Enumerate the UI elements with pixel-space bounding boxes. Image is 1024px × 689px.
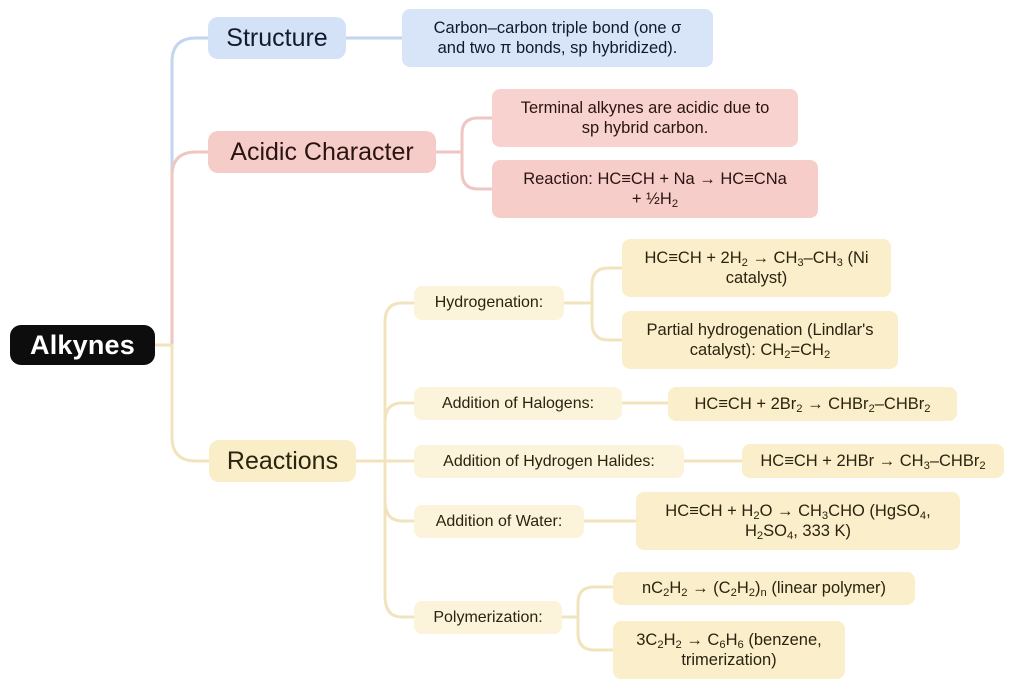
eq-line-2: trimerization)	[681, 651, 777, 669]
eq-line-1: HC≡CH + 2HBr → CH3–CHBr2	[760, 451, 986, 473]
leaf-addition-of-water[interactable]: HC≡CH + H2O → CH3CHO (HgSO4, H2SO4, 333 …	[636, 492, 960, 550]
leaf-hydrogenation-2[interactable]: Partial hydrogenation (Lindlar's catalys…	[622, 311, 898, 369]
leaf-polymerization-1[interactable]: nC2H2 → (C2H2)n (linear polymer)	[613, 572, 915, 605]
leaf-acidic-detail-2-line2: + ½H2	[631, 190, 679, 211]
eq-line-2: catalyst)	[725, 269, 788, 287]
leaf-addition-of-halogens[interactable]: HC≡CH + 2Br2 → CHBr2–CHBr2	[668, 387, 957, 421]
leaf-hydrogenation-1[interactable]: HC≡CH + 2H2 → CH3–CH3 (Ni catalyst)	[622, 239, 891, 297]
eq-line-1: HC≡CH + 2Br2 → CHBr2–CHBr2	[694, 394, 931, 416]
leaf-structure-detail[interactable]: Carbon–carbon triple bond (one σ and two…	[402, 9, 713, 67]
leaf-polymerization-2[interactable]: 3C2H2 → C6H6 (benzene, trimerization)	[613, 621, 845, 679]
branch-reactions[interactable]: Reactions	[209, 440, 356, 482]
sublabel-addition-of-halogens[interactable]: Addition of Halogens:	[414, 387, 622, 420]
eq-line-1: Partial hydrogenation (Lindlar's	[646, 320, 874, 339]
leaf-acidic-detail-2-line1: Reaction: HC≡CH + Na → HC≡CNa	[523, 169, 787, 188]
eq-line-1: nC2H2 → (C2H2)n (linear polymer)	[642, 579, 886, 600]
branch-acidic-character[interactable]: Acidic Character	[208, 131, 436, 173]
eq-line-2: catalyst): CH2=CH2	[689, 341, 831, 362]
sublabel-addition-of-hydrogen-halides[interactable]: Addition of Hydrogen Halides:	[414, 445, 684, 478]
subscript-2: 2	[671, 198, 679, 211]
leaf-addition-of-hydrogen-halides[interactable]: HC≡CH + 2HBr → CH3–CHBr2	[742, 444, 1004, 478]
sublabel-hydrogenation[interactable]: Hydrogenation:	[414, 286, 564, 320]
leaf-acidic-detail-2[interactable]: Reaction: HC≡CH + Na → HC≡CNa + ½H2	[492, 160, 818, 218]
sublabel-polymerization[interactable]: Polymerization:	[414, 601, 562, 634]
root-node-alkynes[interactable]: Alkynes	[10, 325, 155, 365]
eq-line-2: H2SO4, 333 K)	[744, 522, 852, 543]
sublabel-addition-of-water[interactable]: Addition of Water:	[414, 505, 584, 538]
eq-line-1: HC≡CH + 2H2 → CH3–CH3 (Ni	[644, 248, 869, 270]
eq-line-1: 3C2H2 → C6H6 (benzene,	[636, 630, 822, 652]
leaf-acidic-detail-1[interactable]: Terminal alkynes are acidic due to sp hy…	[492, 89, 798, 147]
eq-line-1: HC≡CH + H2O → CH3CHO (HgSO4,	[665, 501, 931, 523]
branch-structure[interactable]: Structure	[208, 17, 346, 59]
